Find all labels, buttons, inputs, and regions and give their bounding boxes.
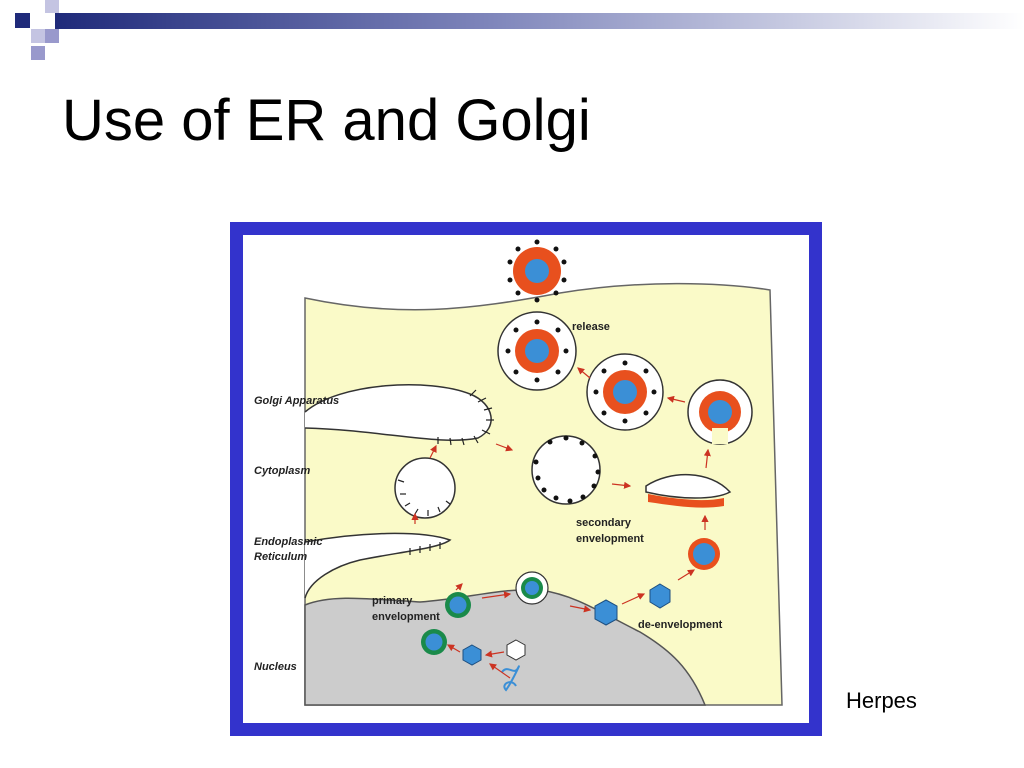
budding-virion-capsid <box>708 400 732 424</box>
label-deenvelopment: de-envelopment <box>638 619 723 631</box>
capsid-hexagon <box>649 583 671 609</box>
er-membrane <box>304 532 452 599</box>
transport-vesicle-spikes <box>397 479 451 516</box>
golgi-vesicle-spikes <box>533 435 601 504</box>
tegumented-capsid-core <box>693 543 715 565</box>
pathway-arrows <box>411 367 711 679</box>
decor-square-navy <box>15 13 30 28</box>
label-release: release <box>572 321 610 333</box>
label-er-line1: Endoplasmic <box>254 536 322 548</box>
primary-enveloped-capsid-core <box>449 596 467 614</box>
herpes-replication-figure: Golgi Apparatus Cytoplasm Endoplasmic Re… <box>230 222 822 736</box>
herpes-replication-diagram: Golgi Apparatus Cytoplasm Endoplasmic Re… <box>254 239 783 706</box>
decor-square-bottom <box>31 46 45 60</box>
capsid-hexagon <box>462 644 482 666</box>
label-secondary-line1: secondary <box>576 517 632 529</box>
label-nucleus: Nucleus <box>254 661 297 673</box>
capsid-hexagon <box>594 599 618 626</box>
label-secondary-line2: envelopment <box>576 533 644 545</box>
primary-enveloped-capsid-core <box>425 633 443 651</box>
tegument-layer <box>648 494 724 508</box>
title-gradient-bar <box>55 13 1024 29</box>
released-virion-spikes <box>507 239 567 303</box>
figure-caption: Herpes <box>846 688 917 713</box>
decor-square-top <box>45 0 59 13</box>
label-primary-line1: primary <box>372 595 413 607</box>
vesicle-virion-capsid <box>613 380 637 404</box>
golgi-membrane <box>304 384 492 441</box>
transport-vesicle <box>394 457 456 519</box>
slide-title: Use of ER and Golgi <box>62 88 591 153</box>
label-primary-line2: envelopment <box>372 611 440 623</box>
budding-gap <box>712 428 728 444</box>
vesicle-virion-spikes <box>593 360 657 424</box>
releasing-virion-spikes <box>505 319 569 383</box>
label-golgi: Golgi Apparatus <box>254 395 339 407</box>
golgi-vesicle <box>531 435 601 505</box>
golgi-spikes <box>437 389 494 446</box>
secondary-envelopment-membrane <box>645 474 732 499</box>
released-virion-capsid <box>525 259 549 283</box>
er-spikes <box>409 542 441 555</box>
releasing-virion-capsid <box>525 339 549 363</box>
label-cytoplasm: Cytoplasm <box>254 465 310 477</box>
perinuclear-virion-core <box>525 581 539 595</box>
viral-dna <box>501 665 520 692</box>
empty-capsid <box>506 639 526 661</box>
title-bar-decoration <box>15 0 1024 60</box>
decor-square-mid <box>45 29 59 43</box>
decor-square-left <box>31 29 45 43</box>
label-er-line2: Reticulum <box>254 551 307 563</box>
